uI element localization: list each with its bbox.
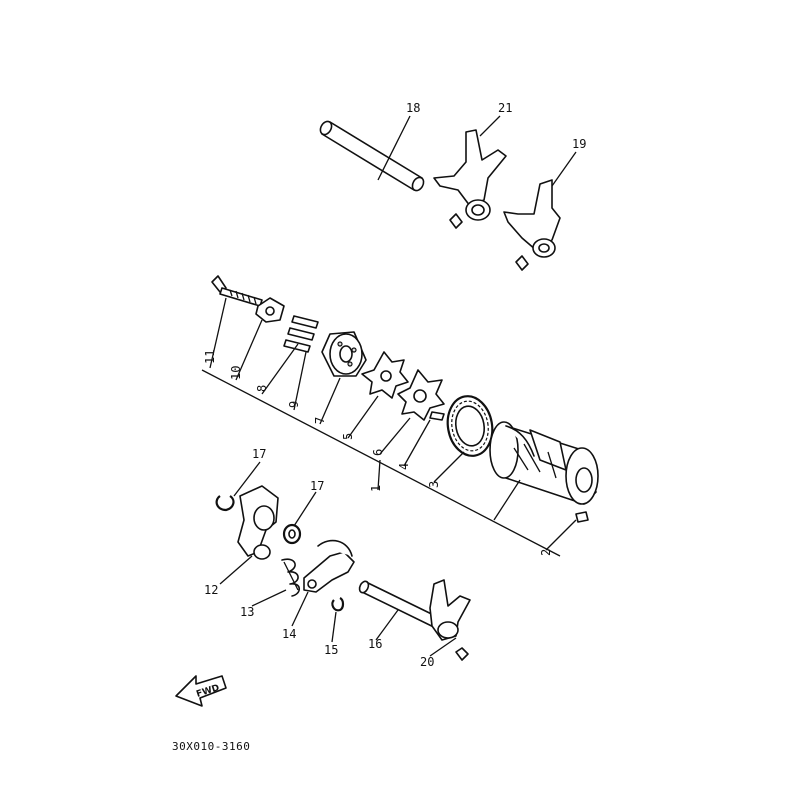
callout-4: 4 bbox=[397, 463, 411, 470]
callout-2: 2 bbox=[539, 549, 553, 556]
fwd-arrow-icon: FWD bbox=[175, 675, 227, 707]
callout-17-right: 17 bbox=[310, 479, 324, 493]
part-12-shift-lever bbox=[237, 485, 279, 560]
callout-13: 13 bbox=[240, 605, 254, 619]
part-17-circlip-left bbox=[215, 495, 235, 512]
part-7-segment bbox=[321, 331, 367, 377]
callout-10: 10 bbox=[229, 366, 243, 380]
callout-14: 14 bbox=[282, 627, 296, 641]
part-2-pin bbox=[575, 511, 589, 523]
callout-7: 7 bbox=[313, 417, 327, 424]
part-18-guide-bar bbox=[319, 120, 425, 192]
callout-20: 20 bbox=[420, 655, 434, 669]
part-11-screw bbox=[211, 275, 263, 307]
callout-21: 21 bbox=[498, 101, 512, 115]
callout-15: 15 bbox=[324, 643, 338, 657]
part-13-spring bbox=[281, 558, 301, 597]
part-4-dowel-pin bbox=[429, 411, 445, 421]
callout-labels: 18 21 19 11 10 8 9 7 5 6 4 1 3 2 17 17 1… bbox=[203, 101, 586, 669]
callout-19: 19 bbox=[572, 137, 586, 151]
part-5-star-plate bbox=[361, 351, 409, 399]
callout-8: 8 bbox=[255, 385, 269, 392]
callout-11: 11 bbox=[203, 350, 217, 364]
part-8-9-pins bbox=[283, 315, 319, 353]
part-6-star-plate bbox=[397, 369, 445, 421]
callout-18: 18 bbox=[406, 101, 420, 115]
callout-5: 5 bbox=[341, 433, 355, 440]
callout-6: 6 bbox=[371, 449, 385, 456]
part-20-shift-fork bbox=[429, 579, 471, 661]
callout-9: 9 bbox=[287, 401, 301, 408]
callout-16: 16 bbox=[368, 637, 382, 651]
leader-lines bbox=[201, 115, 577, 657]
part-21-shift-fork bbox=[433, 129, 507, 229]
part-14-shift-arm bbox=[303, 539, 355, 593]
part-15-circlip bbox=[331, 597, 345, 612]
part-19-shift-fork bbox=[503, 179, 561, 271]
callout-12: 12 bbox=[204, 583, 218, 597]
figure-code: 30X010-3160 bbox=[172, 740, 250, 753]
part-10-pin-holder bbox=[255, 297, 285, 323]
callout-3: 3 bbox=[427, 481, 441, 488]
part-3-bearing bbox=[446, 395, 494, 457]
part-17-washer-right bbox=[282, 523, 302, 545]
part-1-shift-drum bbox=[489, 421, 599, 505]
callout-1: 1 bbox=[369, 485, 383, 492]
callout-17-left: 17 bbox=[252, 447, 266, 461]
